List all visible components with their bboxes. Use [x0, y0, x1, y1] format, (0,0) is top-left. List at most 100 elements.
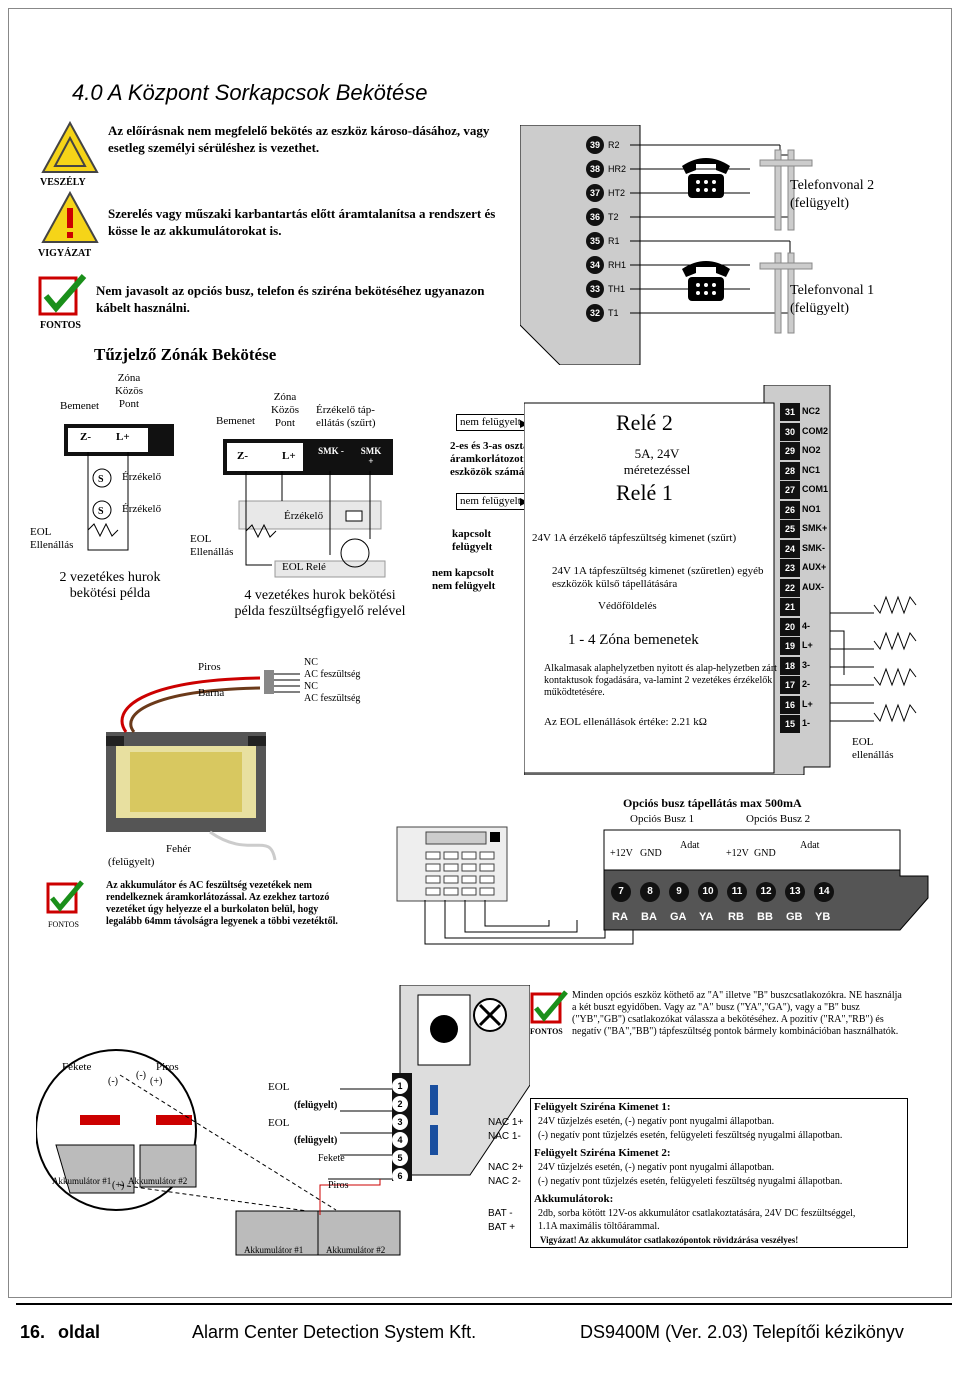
board-terminal-30[interactable]: 30	[780, 422, 800, 441]
siren-side-label: NAC 1-	[488, 1131, 521, 1142]
accumulators-line-b: 1.1A maximális töltőárammal.	[538, 1221, 660, 1232]
accumulators-warning: Vigyázat! Az akkumulátor csatlakozóponto…	[540, 1235, 799, 1245]
board-terminal-label: 2-	[802, 679, 811, 689]
zones-title: Tűzjelző Zónák Bekötése	[94, 345, 277, 364]
relay-note-unsupervised-2: nem felügyelt	[456, 493, 525, 510]
terminal-36[interactable]: 36	[586, 208, 604, 226]
bus-terminal-10[interactable]: 10	[698, 882, 718, 902]
transformer-supervised: (felügyelt)	[108, 856, 155, 868]
caution-triangle-icon	[41, 190, 99, 243]
siren-terminal-4[interactable]: 4	[392, 1132, 408, 1148]
terminal-34[interactable]: 34	[586, 256, 604, 274]
two-wire-eol: EOL Ellenállás	[30, 526, 74, 551]
footer-document: DS9400M (Ver. 2.03) Telepítői kézikönyv	[580, 1322, 904, 1342]
board-terminal-19[interactable]: 19	[780, 637, 800, 655]
board-zones-desc: Alkalmasak alaphelyzetben nyitott és ala…	[544, 663, 777, 698]
board-terminal-22[interactable]: 22	[780, 578, 800, 597]
siren-2-line-a: 24V tűzjelzés esetén, (-) negatív pont n…	[538, 1162, 775, 1173]
bus-terminal-12[interactable]: 12	[756, 882, 776, 902]
battery-plus-2: (+)	[112, 1180, 125, 1191]
siren-terminal-6[interactable]: 6	[392, 1168, 408, 1184]
board-terminal-25[interactable]: 25	[780, 520, 800, 538]
relay-note-unsupervised: nem felügyelt	[456, 414, 525, 431]
board-terminal-27[interactable]: 27	[780, 481, 800, 499]
relay-rating: 5A, 24V méretezéssel	[623, 446, 691, 477]
battery-red-label: Piros	[156, 1061, 179, 1073]
bus-terminal-label: BA	[641, 911, 657, 923]
bus-terminal-11[interactable]: 11	[727, 882, 747, 902]
board-terminal-29[interactable]: 29	[780, 442, 800, 460]
caution-badge: VIGYÁZAT	[38, 248, 92, 259]
relay-note-switched: kapcsolt felügyelt	[452, 528, 493, 553]
board-terminal-24[interactable]: 24	[780, 539, 800, 558]
terminal-label: HT2	[608, 188, 626, 198]
footer-page-number: 16.	[20, 1322, 46, 1342]
board-terminal-23[interactable]: 23	[780, 559, 800, 577]
page-title: 4.0 A Központ Sorkapcsok Bekötése	[72, 80, 428, 105]
board-terminal-17[interactable]: 17	[780, 676, 800, 694]
board-ground: Védőföldelés	[598, 600, 657, 612]
bus-terminal-8[interactable]: 8	[640, 882, 660, 902]
board-terminal-label: COM1	[802, 484, 829, 494]
fontos2-text: Az akkumulátor és AC feszültség vezetéke…	[106, 880, 338, 927]
terminal-35[interactable]: 35	[586, 232, 604, 250]
battery-acc-2b: Akkumulátor #2	[326, 1245, 386, 1255]
bus-terminal-14[interactable]: 14	[814, 882, 834, 902]
terminal-label: R2	[608, 140, 620, 150]
board-terminal-21[interactable]: 21	[780, 598, 800, 616]
main-board	[524, 385, 917, 775]
board-out-2: 24V 1A tápfeszültség kimenet (szűretlen)…	[552, 565, 764, 590]
svg-text:S: S	[98, 474, 104, 485]
siren-2-line-b: (-) negatív pont tűzjelzés esetén, felüg…	[538, 1176, 843, 1187]
transformer-nc-2: NC	[304, 681, 318, 692]
board-terminal-16[interactable]: 16	[780, 695, 800, 714]
phone1-icon	[682, 261, 730, 301]
siren-eol-1: EOL	[268, 1081, 290, 1093]
siren-1-line-b: (-) negatív pont tűzjelzés esetén, felüg…	[538, 1130, 843, 1141]
terminal-38[interactable]: 38	[586, 160, 604, 178]
phone-line-1-supervised: (felügyelt)	[790, 301, 850, 316]
terminal-32[interactable]: 32	[586, 304, 604, 322]
four-wire-diagram	[223, 439, 393, 578]
board-terminal-31[interactable]: 31	[780, 403, 800, 421]
board-terminal-28[interactable]: 28	[780, 461, 800, 480]
siren-side-label: NAC 2+	[488, 1162, 524, 1173]
footer-company: Alarm Center Detection System Kft.	[192, 1322, 477, 1342]
board-terminal-26[interactable]: 26	[780, 500, 800, 519]
siren-supervised-2: (felügyelt)	[294, 1135, 338, 1146]
four-wire-input: Bemenet	[216, 415, 256, 427]
two-wire-input: Bemenet	[60, 400, 100, 412]
phone-line-2-supervised: (felügyelt)	[790, 196, 850, 211]
fontos2-badge: FONTOS	[48, 920, 79, 929]
siren-terminal-1[interactable]: 1	[392, 1078, 408, 1094]
bus-terminal-13[interactable]: 13	[785, 882, 805, 902]
board-terminal-label: SMK+	[802, 523, 828, 533]
board-terminal-label: L+	[802, 698, 813, 709]
transformer-white: Fehér	[166, 843, 192, 855]
terminal-37[interactable]: 37	[586, 184, 604, 202]
two-wire-lplus: L+	[116, 431, 130, 443]
fontos-badge: FONTOS	[40, 320, 81, 331]
board-terminal-20[interactable]: 20	[780, 617, 800, 636]
siren-terminal-2[interactable]: 2	[392, 1096, 408, 1112]
two-wire-detector-1: Érzékelő	[122, 471, 162, 483]
siren-terminal-3[interactable]: 3	[392, 1114, 408, 1130]
bus-terminal-label: YA	[699, 911, 714, 923]
board-terminal-18[interactable]: 18	[780, 656, 800, 675]
checkmark-icon	[38, 274, 87, 316]
four-wire-zminus: Z-	[237, 450, 248, 462]
fontos3-text: Minden opciós eszköz köthető az "A" ille…	[572, 990, 902, 1037]
bus-terminal-7[interactable]: 7	[611, 882, 631, 902]
keypad-icon	[396, 826, 508, 902]
board-eol-label: EOL ellenállás	[852, 736, 894, 761]
terminal-39[interactable]: 39	[586, 136, 604, 154]
checkmark-icon	[530, 990, 568, 1024]
bus-terminal-9[interactable]: 9	[669, 882, 689, 902]
battery-diagram	[36, 1049, 401, 1256]
board-terminal-15[interactable]: 15	[780, 715, 800, 733]
two-wire-zminus: Z-	[80, 431, 91, 443]
terminal-label: T2	[608, 212, 619, 222]
siren-terminal-5[interactable]: 5	[392, 1150, 408, 1166]
terminal-33[interactable]: 33	[586, 280, 604, 298]
siren-supervised-1: (felügyelt)	[294, 1100, 338, 1111]
